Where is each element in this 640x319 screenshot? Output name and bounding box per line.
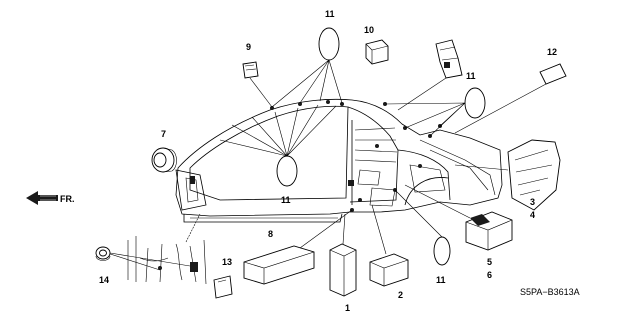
callout-11-center: 11 [281,195,291,205]
part-10-block [365,39,389,65]
front-direction-arrow-icon [26,191,58,205]
callout-12: 12 [547,47,557,57]
part-8-bar [243,209,353,285]
part-3-4-panel [454,139,561,211]
callout-7: 7 [161,129,166,139]
diagram-code: S5PA−B3613A [520,287,580,297]
direction-label: FR. [60,194,75,204]
part-9-pad [242,61,273,108]
part-11-center [219,104,337,187]
part-14-grommet [95,246,111,261]
body-plug-marks [190,100,442,212]
callout-13: 13 [222,257,232,267]
part-2-block [369,204,409,287]
callout-14: 14 [99,275,109,285]
callout-11-top: 11 [325,9,335,19]
callout-6: 6 [487,270,492,280]
part-11-lower [394,189,451,266]
callout-4: 4 [530,210,535,220]
part-7-tape-roll [151,147,177,173]
callout-1: 1 [345,303,350,313]
lower-left-inset [103,213,207,285]
callout-10: 10 [364,25,374,35]
callout-3: 3 [530,197,535,207]
callout-11-lower: 11 [436,275,446,285]
callout-8: 8 [268,229,273,239]
part-12-pad [454,63,567,134]
part-11-top [271,27,343,108]
callout-11-right-upper: 11 [466,71,476,81]
part-1-block [329,213,357,297]
callout-2: 2 [398,290,403,300]
part-13-pad [213,275,233,299]
upper-bracket-inset [397,39,463,111]
part-11-right-upper [384,87,486,137]
callout-5: 5 [487,257,492,267]
car-body-frame [175,98,503,223]
part-5-6-block [404,184,513,251]
callout-9: 9 [246,42,251,52]
